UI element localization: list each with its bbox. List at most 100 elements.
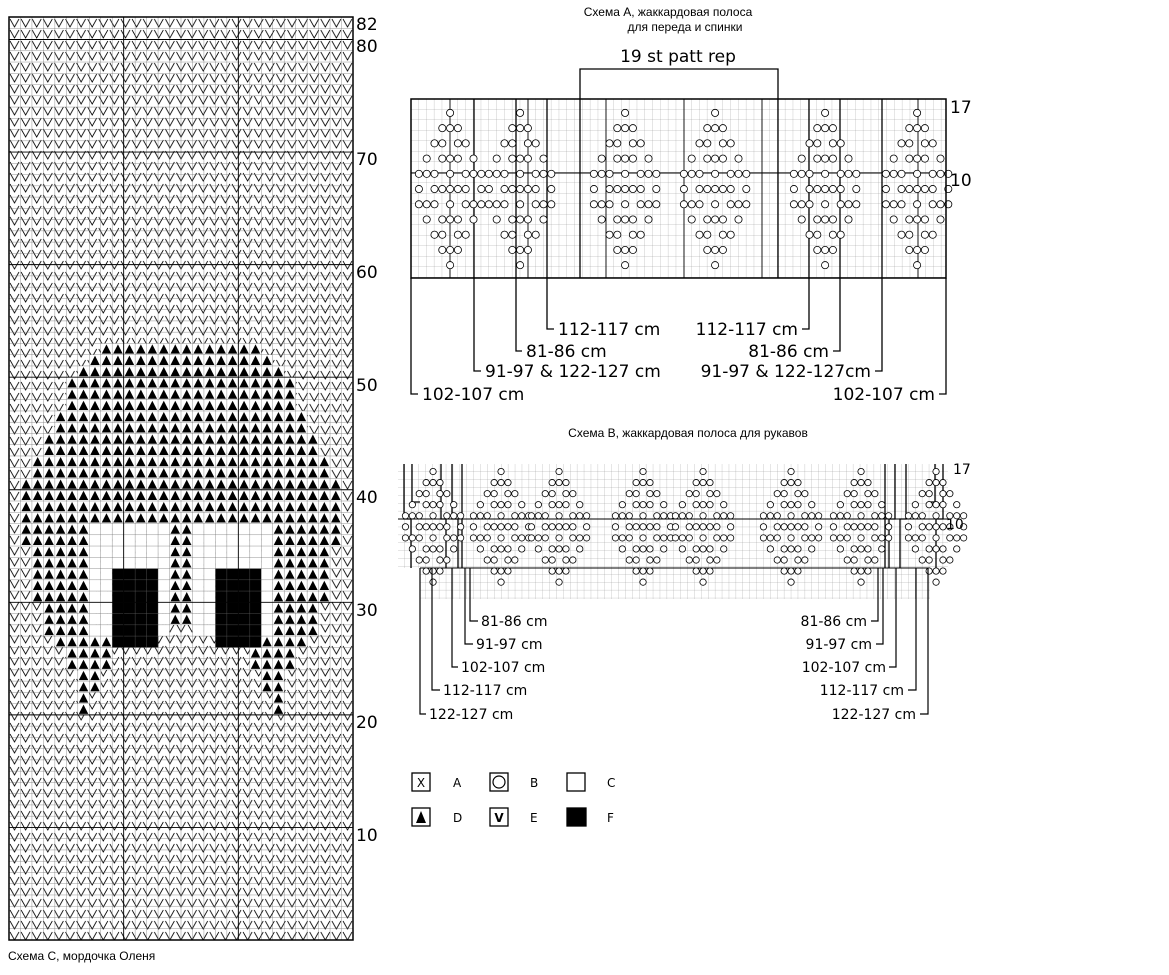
- chart-b-snowflake-stitch: [632, 490, 640, 498]
- chart-a-snowflake-stitch: [516, 154, 525, 163]
- chart-a-snowflake-stitch: [414, 185, 423, 194]
- chart-b-snowflake-stitch: [815, 512, 823, 520]
- head-triangle-cell: [216, 513, 226, 523]
- head-triangle-cell: [67, 558, 77, 568]
- eye-white-cell: [158, 579, 170, 592]
- head-triangle-cell: [296, 502, 307, 512]
- head-triangle-cell: [90, 670, 100, 681]
- chart-b-snowflake-stitch: [857, 545, 865, 553]
- head-triangle-cell: [147, 423, 158, 433]
- chart-a-snowflake-stitch: [516, 108, 525, 117]
- eye-white-cell: [158, 613, 170, 625]
- chart-b-snowflake-stitch: [534, 512, 542, 520]
- head-triangle-cell: [285, 558, 295, 568]
- chart-b-snowflake-stitch: [713, 523, 721, 531]
- head-triangle-cell: [170, 456, 180, 467]
- head-triangle-cell: [319, 547, 330, 557]
- head-triangle-cell: [319, 569, 330, 579]
- head-triangle-cell: [273, 682, 284, 692]
- chart-b-snowflake-stitch: [794, 545, 802, 553]
- chart-b-snowflake-stitch: [401, 534, 410, 542]
- eye-white-cell: [100, 568, 113, 580]
- chart-a-snowflake-stitch: [516, 169, 525, 178]
- chart-b-snowflake-stitch: [422, 556, 430, 564]
- chart-b-snowflake-stitch: [548, 567, 556, 575]
- head-triangle-cell: [55, 434, 66, 444]
- head-triangle-cell: [250, 400, 261, 410]
- head-triangle-cell: [147, 479, 158, 489]
- chart-b-snowflake-stitch: [476, 545, 484, 553]
- chart-b-snowflake-stitch: [787, 578, 795, 586]
- pupil-cell: [249, 613, 262, 626]
- head-triangle-cell: [78, 558, 89, 568]
- chart-b-snowflake-stitch: [699, 523, 707, 531]
- chart-b-snowflake-stitch: [904, 534, 913, 542]
- chart-b-snowflake-stitch: [678, 534, 686, 542]
- head-triangle-cell: [67, 569, 77, 579]
- chart-b-snowflake-stitch: [576, 534, 584, 542]
- pupil-cell: [249, 579, 262, 592]
- chart-b-snowflake-stitch: [871, 490, 879, 498]
- chart-b-snowflake-stitch: [850, 567, 858, 575]
- head-triangle-cell: [250, 513, 261, 523]
- head-triangle-cell: [285, 490, 295, 501]
- chart-a-snowflake-stitch: [828, 154, 837, 163]
- chart-b-size-right-112: 112-117 cm: [820, 683, 904, 699]
- pupil-cell: [249, 636, 262, 648]
- head-triangle-cell: [204, 434, 215, 444]
- chart-a-snowflake-stitch: [828, 139, 837, 148]
- chart-a-snowflake-stitch: [920, 215, 929, 224]
- head-triangle-cell: [308, 547, 318, 557]
- chart-b-snowflake-stitch: [706, 523, 714, 531]
- chart-b-snowflake-stitch: [671, 523, 680, 531]
- head-triangle-cell: [67, 614, 77, 624]
- chart-a-snowflake-stitch: [734, 169, 743, 178]
- chart-a-snowflake-stitch: [508, 139, 517, 148]
- chart-b-snowflake-stitch: [518, 501, 526, 509]
- head-triangle-cell: [32, 569, 43, 579]
- chart-b-snowflake-stitch: [555, 467, 563, 476]
- chart-b-snowflake-stitch: [885, 523, 893, 531]
- chart-a-snowflake-stitch: [844, 169, 853, 178]
- chart-a-snowflake-stitch: [430, 139, 439, 148]
- head-triangle-cell: [78, 524, 89, 534]
- chart-a-snowflake-stitch: [597, 169, 606, 178]
- chart-a-snowflake-stitch: [461, 230, 470, 239]
- eye-white-cell: [112, 546, 124, 558]
- chart-b-snowflake-stitch: [706, 556, 714, 564]
- head-triangle-cell: [193, 456, 203, 467]
- head-triangle-cell: [101, 502, 112, 512]
- chart-b-snowflake-stitch: [932, 545, 940, 553]
- chart-b-snowflake-stitch: [699, 512, 707, 520]
- eye-white-cell: [261, 624, 273, 637]
- eye-white-cell: [238, 523, 250, 535]
- head-triangle-cell: [285, 513, 295, 523]
- eye-white-cell: [249, 523, 262, 535]
- chart-b-snowflake-stitch: [843, 490, 851, 498]
- head-triangle-cell: [67, 400, 77, 410]
- head-triangle-cell: [124, 344, 135, 354]
- pupil-cell: [249, 568, 262, 581]
- chart-b-snowflake-stitch: [678, 512, 686, 520]
- head-triangle-cell: [101, 434, 112, 444]
- head-triangle-cell: [239, 423, 249, 433]
- chart-b-snowflake-stitch: [541, 534, 549, 542]
- chart-a-snowflake-stitch: [453, 230, 462, 239]
- chart-a-snowflake-stitch: [679, 200, 688, 209]
- chart-a-snowflake-stitch: [821, 108, 830, 117]
- chart-b-snowflake-stitch: [692, 523, 700, 531]
- head-triangle-cell: [227, 400, 238, 410]
- chart-b-snowflake-stitch: [939, 567, 947, 575]
- chart-b-snowflake-stitch: [685, 490, 693, 498]
- chart-a-snowflake-stitch: [446, 200, 455, 209]
- chart-b-snowflake-stitch: [932, 534, 940, 542]
- head-triangle-cell: [273, 490, 284, 501]
- chart-a-snowflake-stitch: [531, 230, 540, 239]
- head-triangle-cell: [216, 490, 226, 501]
- head-triangle-cell: [250, 423, 261, 433]
- head-triangle-cell: [170, 423, 180, 433]
- chart-b-snowflake-stitch: [497, 545, 505, 553]
- head-triangle-cell: [101, 411, 112, 422]
- head-triangle-cell: [21, 479, 31, 489]
- head-triangle-cell: [170, 490, 180, 501]
